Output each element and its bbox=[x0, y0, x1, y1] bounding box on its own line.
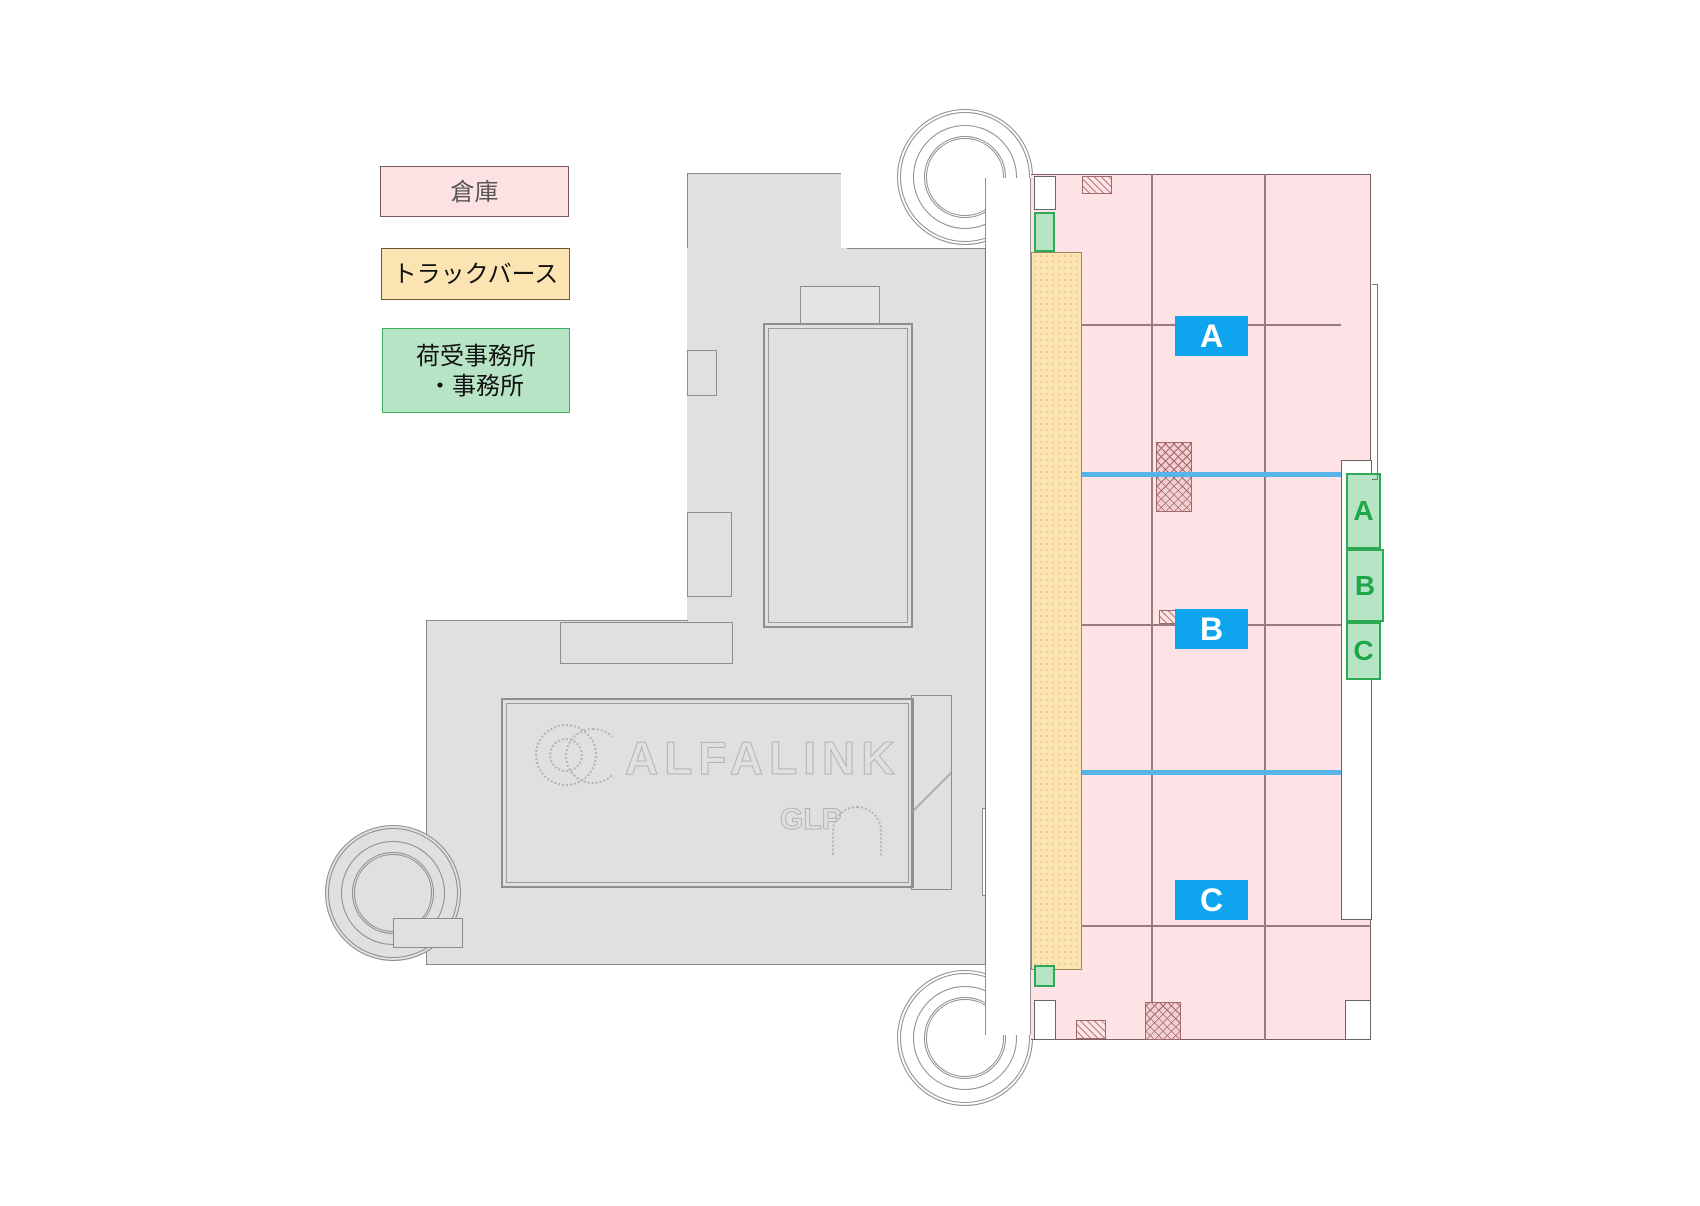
glp-logo-arc bbox=[832, 806, 882, 856]
office-zone-c-label: C bbox=[1353, 635, 1374, 666]
roof-equipment-strip bbox=[560, 622, 733, 664]
hatched-area-bottom bbox=[1076, 1020, 1106, 1039]
office-zone-b: B bbox=[1346, 549, 1384, 622]
grid-line-v2 bbox=[1264, 174, 1266, 1040]
office-zone-b-label: B bbox=[1354, 569, 1376, 601]
office-top-small bbox=[1034, 212, 1055, 252]
legend-truck-berth: トラックバース bbox=[381, 248, 570, 300]
legend-office-label-line1: 荷受事務所 bbox=[416, 341, 536, 370]
office-bottom-small bbox=[1034, 965, 1055, 987]
legend-truck-berth-label: トラックバース bbox=[392, 260, 559, 288]
crosshatch-area-c bbox=[1145, 1002, 1181, 1040]
legend-warehouse: 倉庫 bbox=[380, 166, 569, 217]
zone-divider-bc bbox=[1031, 770, 1341, 775]
roof-equipment bbox=[800, 286, 880, 324]
office-zone-a-label: A bbox=[1353, 495, 1374, 526]
office-zone-a: A bbox=[1346, 473, 1381, 549]
legend-office-label-line2: ・事務所 bbox=[428, 371, 524, 400]
roof-stair-block bbox=[687, 512, 732, 597]
stair-core-top bbox=[1034, 176, 1056, 210]
warehouse-zone-b-label: B bbox=[1175, 609, 1248, 649]
grid-line-h3 bbox=[1081, 925, 1371, 927]
alfalink-logo-text: ALFALINK bbox=[624, 732, 901, 785]
warehouse-zone-a-label: A bbox=[1175, 316, 1248, 356]
legend-office: 荷受事務所 ・事務所 bbox=[382, 328, 570, 413]
roof-stair-right bbox=[911, 695, 952, 890]
office-zone-c: C bbox=[1346, 622, 1381, 680]
truck-corridor bbox=[985, 248, 1031, 965]
glp-logo-text: GLP bbox=[780, 803, 843, 837]
roof-structure-upper bbox=[763, 323, 913, 628]
hatched-area-top bbox=[1082, 176, 1112, 194]
alfalink-logo-mark bbox=[535, 724, 621, 788]
crosshatch-area-a bbox=[1156, 442, 1192, 512]
roof-equipment-small bbox=[687, 350, 717, 396]
truck-berth bbox=[1031, 252, 1082, 970]
stair-core-right-bottom bbox=[1345, 1000, 1371, 1040]
right-exterior-line bbox=[1372, 284, 1378, 480]
warehouse-zone-c-label: C bbox=[1175, 880, 1248, 920]
zone-divider-ab bbox=[1031, 472, 1341, 477]
grid-line-v1 bbox=[1151, 174, 1153, 1040]
stair-core-bottom bbox=[1034, 1000, 1056, 1040]
legend-warehouse-label: 倉庫 bbox=[450, 177, 499, 206]
